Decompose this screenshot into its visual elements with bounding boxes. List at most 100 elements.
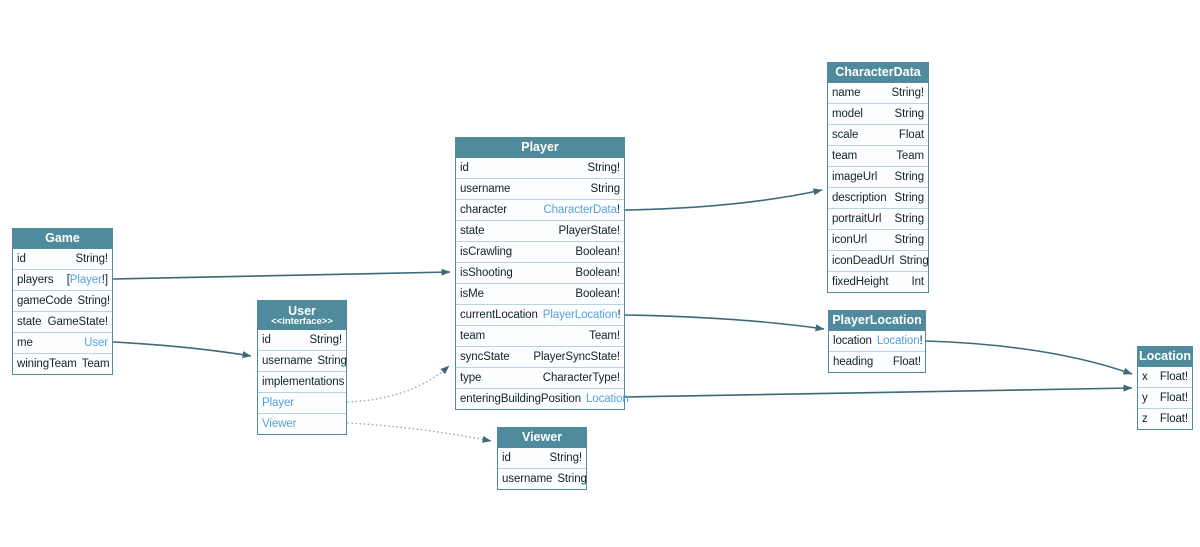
type-text: String — [894, 234, 925, 246]
edge-player-character-to-characterdata — [624, 188, 823, 211]
type-text: ! — [617, 309, 621, 321]
entity-header-playerlocation[interactable]: PlayerLocation — [829, 311, 925, 331]
type-text: CharacterType! — [542, 372, 620, 384]
field-name-link[interactable]: Player — [262, 397, 294, 409]
type-text: String — [317, 355, 347, 367]
field-name: gameCode — [17, 295, 73, 307]
field-name: scale — [832, 129, 859, 141]
field-type: Boolean! — [575, 246, 620, 258]
field-name: y — [1142, 392, 1148, 404]
field-type: User — [84, 337, 108, 349]
field-name: isMe — [460, 288, 484, 300]
row-user-implementations: implementations — [258, 372, 346, 393]
field-type: String — [895, 213, 925, 225]
type-link[interactable]: Player — [69, 274, 102, 286]
type-text: String! — [309, 334, 342, 346]
type-text: !] — [101, 274, 108, 286]
type-link[interactable]: CharacterData — [543, 204, 617, 216]
field-name: iconDeadUrl — [832, 255, 895, 267]
field-type: GameState! — [48, 316, 108, 328]
field-name: currentLocation — [460, 309, 538, 321]
type-text: String — [894, 192, 925, 204]
field-type: Team! — [589, 330, 620, 342]
field-name: id — [17, 253, 26, 265]
type-text: String — [894, 171, 925, 183]
entity-header-game[interactable]: Game — [13, 229, 112, 249]
type-link[interactable]: PlayerLocation — [542, 309, 618, 321]
row-player-isshooting: isShooting Boolean! — [456, 263, 624, 284]
entity-header-viewer[interactable]: Viewer — [498, 428, 586, 448]
field-name: enteringBuildingPosition — [460, 393, 581, 405]
type-text: GameState! — [47, 316, 108, 328]
row-player-currentlocation[interactable]: currentLocation PlayerLocation! — [456, 305, 624, 326]
field-type: PlayerLocation! — [543, 309, 621, 321]
entity-header-location[interactable]: Location — [1138, 347, 1192, 367]
field-type: String — [894, 171, 925, 183]
type-text: PlayerSyncState! — [533, 351, 620, 363]
type-link[interactable]: Location — [876, 335, 920, 347]
row-player-enteringbuildingposition[interactable]: enteringBuildingPosition Location — [456, 389, 629, 409]
row-game-players[interactable]: players[Player!] — [13, 270, 112, 291]
type-text: Boolean! — [575, 288, 620, 300]
field-type: Float! — [1160, 392, 1188, 404]
type-text: Float! — [1159, 371, 1188, 383]
field-name-link[interactable]: Viewer — [262, 418, 297, 430]
field-name: state — [460, 225, 485, 237]
edge-player-currentlocation-to-playerlocation — [624, 314, 825, 332]
edge-user-player-to-player — [347, 365, 450, 403]
field-name: username — [460, 183, 511, 195]
type-text: Team — [81, 358, 110, 370]
row-location-x: x Float! — [1138, 367, 1192, 388]
field-name: model — [832, 108, 863, 120]
field-type: Float! — [893, 356, 921, 368]
type-text: Team — [896, 150, 924, 162]
row-user-player[interactable]: Player — [258, 393, 346, 414]
field-type: String! — [77, 295, 110, 307]
row-game-state: state GameState! — [13, 312, 112, 333]
entity-stereotype: <<interface>> — [271, 316, 333, 327]
type-text: ! — [919, 335, 923, 347]
row-location-y: y Float! — [1138, 388, 1192, 409]
field-name: id — [502, 452, 511, 464]
entity-title: CharacterData — [835, 65, 921, 79]
field-type: String — [894, 234, 925, 246]
entity-header-user[interactable]: User<<interface>> — [258, 301, 346, 330]
field-type: String — [557, 473, 587, 485]
field-name: state — [17, 316, 42, 328]
field-type: Boolean! — [575, 267, 620, 279]
entity-title: PlayerLocation — [832, 313, 922, 327]
field-name: iconUrl — [832, 234, 868, 246]
field-name: isShooting — [460, 267, 513, 279]
field-name: character — [460, 204, 508, 216]
type-link[interactable]: Location — [586, 393, 629, 405]
entity-header-characterdata[interactable]: CharacterData — [828, 63, 928, 83]
field-name: x — [1142, 371, 1148, 383]
type-text: PlayerState! — [558, 225, 621, 237]
type-text: String — [557, 473, 587, 485]
row-user-viewer[interactable]: Viewer — [258, 414, 346, 434]
type-link[interactable]: User — [84, 337, 108, 349]
type-text: String! — [549, 452, 582, 464]
field-name: isCrawling — [460, 246, 513, 258]
entity-header-player[interactable]: Player — [456, 138, 624, 158]
